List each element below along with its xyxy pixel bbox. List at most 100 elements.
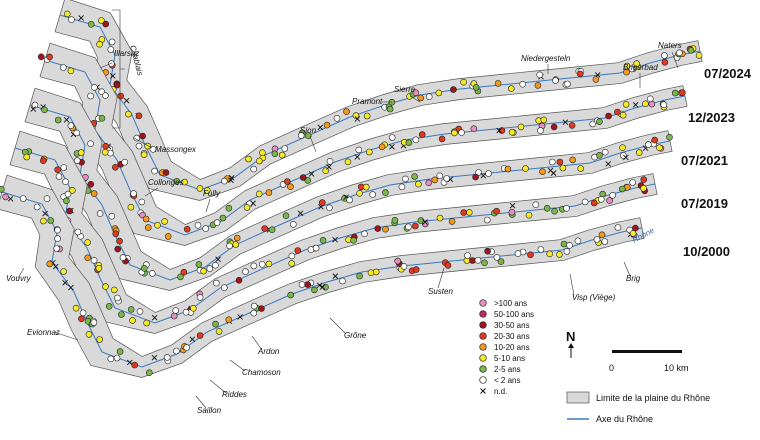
point-marker xyxy=(458,129,465,136)
north-label: N xyxy=(566,329,575,344)
point-marker xyxy=(136,308,144,315)
point-marker xyxy=(63,197,70,205)
point-marker xyxy=(577,165,585,172)
point-marker xyxy=(144,224,152,231)
point-marker xyxy=(108,60,115,67)
point-marker xyxy=(676,49,683,57)
legend-circle-symbol xyxy=(479,321,487,329)
point-marker xyxy=(235,276,243,284)
point-marker xyxy=(576,70,584,78)
point-marker xyxy=(304,132,312,139)
place-leader-line xyxy=(144,187,159,197)
point-marker xyxy=(388,134,396,141)
point-marker xyxy=(412,89,420,96)
point-marker xyxy=(250,262,258,270)
legend-label: 20-30 ans xyxy=(494,332,530,341)
plain-boundary xyxy=(39,42,688,246)
point-marker xyxy=(268,226,276,233)
point-marker xyxy=(213,279,220,287)
legend-plain-item: Limite de la plaine du Rhône xyxy=(566,391,710,404)
panel-date-label: 10/2000 xyxy=(683,244,730,259)
point-marker xyxy=(435,89,443,97)
point-marker xyxy=(644,141,652,148)
point-marker xyxy=(112,230,119,238)
point-marker xyxy=(354,116,361,122)
point-marker xyxy=(172,307,179,314)
point-marker xyxy=(2,193,9,201)
point-marker xyxy=(593,236,601,243)
place-label: Brig xyxy=(626,274,641,283)
legend-item: >100 ans xyxy=(479,299,527,308)
point-marker xyxy=(101,148,109,156)
point-marker xyxy=(563,205,570,212)
point-marker xyxy=(597,196,605,203)
point-marker xyxy=(271,150,279,158)
point-marker xyxy=(504,165,512,173)
legend-item: 30-50 ans xyxy=(479,321,530,330)
observation-points xyxy=(30,101,673,281)
point-marker xyxy=(127,306,135,313)
point-marker xyxy=(569,156,577,164)
panel-date-label: 07/2019 xyxy=(681,196,728,211)
point-marker xyxy=(219,214,227,222)
point-marker xyxy=(623,154,629,161)
point-marker xyxy=(318,199,326,206)
place-leader-line xyxy=(671,51,679,69)
point-marker xyxy=(651,136,659,144)
point-marker xyxy=(60,268,67,275)
point-marker xyxy=(250,200,256,207)
panel-2: 12/2023 xyxy=(37,42,735,246)
panel-3: 07/2021 xyxy=(24,87,728,291)
place-leader-line xyxy=(99,62,113,69)
map-labels: IllarsazMassongexCollongesFullySionPramo… xyxy=(6,41,682,415)
point-marker xyxy=(629,230,637,237)
point-marker xyxy=(564,80,571,88)
point-marker xyxy=(87,92,94,100)
point-marker xyxy=(352,112,360,119)
point-marker xyxy=(606,197,613,204)
point-marker xyxy=(289,221,297,228)
point-marker xyxy=(195,261,203,268)
place-label: Illarsaz xyxy=(114,49,139,58)
point-marker xyxy=(614,108,621,116)
point-marker xyxy=(605,161,612,167)
point-marker xyxy=(117,92,124,100)
point-marker xyxy=(72,304,80,312)
point-marker xyxy=(598,231,606,239)
point-marker xyxy=(73,129,80,137)
point-marker xyxy=(52,263,59,270)
point-marker xyxy=(605,112,612,120)
scale-start-label: 0 xyxy=(609,363,614,373)
point-marker xyxy=(78,315,85,323)
point-marker xyxy=(343,108,350,115)
plain-boundary xyxy=(0,174,645,378)
point-marker xyxy=(142,215,150,223)
point-marker xyxy=(519,80,527,88)
point-marker xyxy=(133,134,140,142)
point-marker xyxy=(346,196,353,204)
point-marker xyxy=(114,294,121,302)
legend-circle-symbol xyxy=(479,354,487,362)
point-marker xyxy=(96,40,103,48)
point-marker xyxy=(619,111,627,119)
observation-points xyxy=(64,10,703,194)
point-marker xyxy=(98,17,105,24)
point-marker xyxy=(79,309,87,317)
point-marker xyxy=(87,20,95,28)
point-marker xyxy=(421,220,429,228)
point-marker xyxy=(514,250,522,257)
point-marker xyxy=(74,228,82,236)
point-marker xyxy=(98,115,106,122)
point-marker xyxy=(146,369,153,377)
point-marker xyxy=(398,183,406,191)
point-marker xyxy=(151,354,158,361)
point-marker xyxy=(225,204,233,212)
point-marker xyxy=(37,53,45,61)
legend-item: 2-5 ans xyxy=(479,365,521,374)
point-marker xyxy=(635,149,643,156)
place-label: Brigerbad xyxy=(623,63,658,72)
point-marker xyxy=(67,67,75,75)
place-label: Riddes xyxy=(222,390,247,399)
point-marker xyxy=(121,158,128,166)
point-marker xyxy=(534,82,542,89)
